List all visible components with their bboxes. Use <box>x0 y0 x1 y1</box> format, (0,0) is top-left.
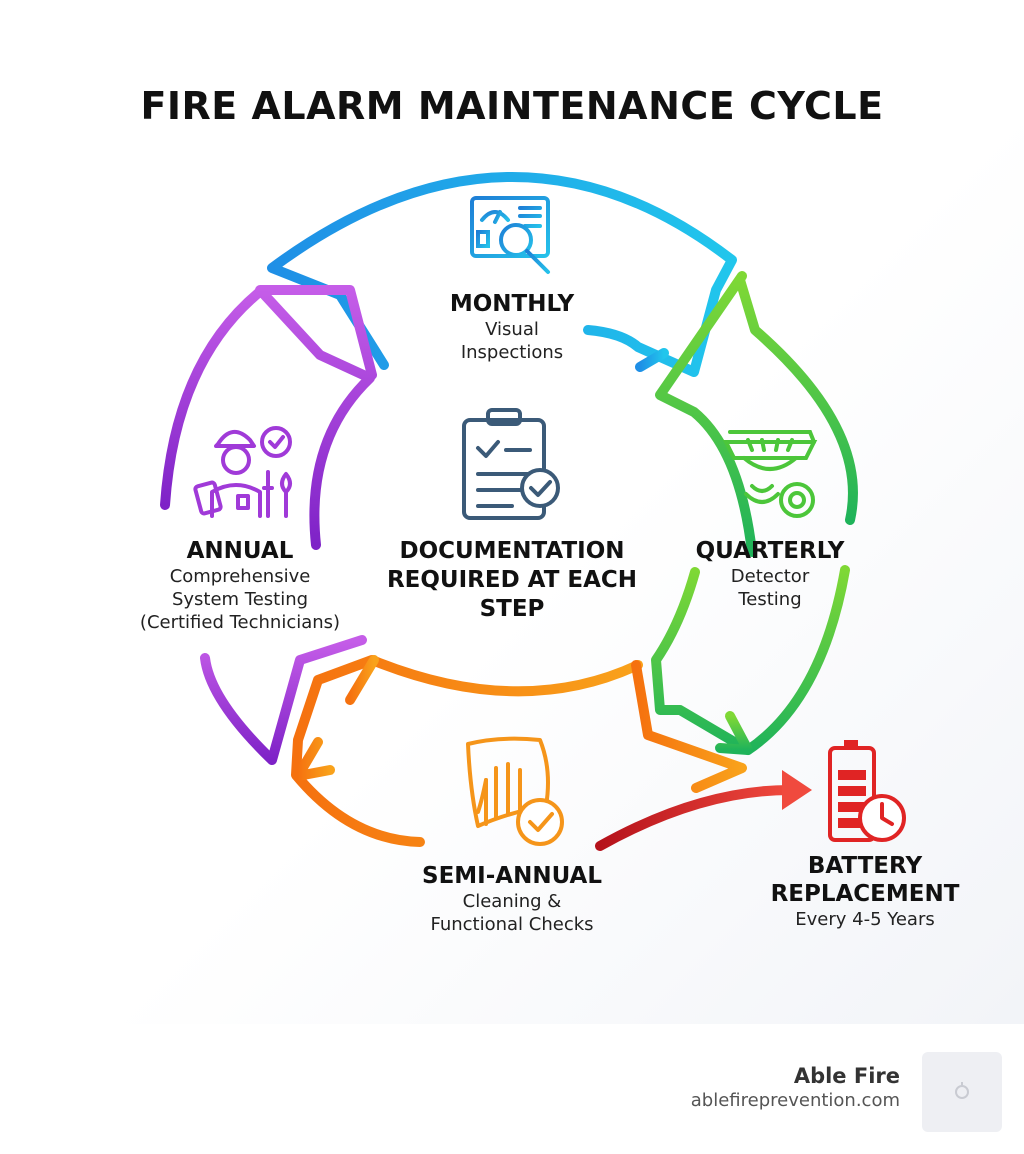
stage-annual-desc-1: Comprehensive <box>169 566 311 587</box>
arrow-battery <box>595 770 812 851</box>
stage-annual-desc-3: (Certified Technicians) <box>139 612 341 633</box>
stage-quarterly-title: QUARTERLY <box>695 538 845 564</box>
stage-semi-annual-desc-1: Cleaning & <box>462 891 562 912</box>
brand-name: Able Fire <box>793 1064 900 1088</box>
stage-quarterly: QUARTERLY Detector Testing <box>640 537 900 611</box>
smoke-detector-icon <box>722 430 818 518</box>
control-panel-magnifier-icon <box>470 196 550 274</box>
stage-semi-annual-desc-2: Functional Checks <box>430 914 594 935</box>
able-fire-logo-glyph <box>955 1082 969 1099</box>
stage-monthly-desc-1: Visual <box>485 319 539 340</box>
page-title: FIRE ALARM MAINTENANCE CYCLE <box>140 84 884 128</box>
able-fire-logo-icon <box>922 1052 1002 1132</box>
stage-monthly-title: MONTHLY <box>449 291 575 317</box>
center-note-text: DOCUMENTATION REQUIRED AT EACH STEP <box>386 538 638 622</box>
stage-semi-annual-title: SEMI-ANNUAL <box>422 863 602 889</box>
battery-clock-icon <box>828 740 906 842</box>
arrow-monthly <box>267 172 737 377</box>
stage-annual-title: ANNUAL <box>186 538 294 564</box>
technician-icon <box>193 426 292 518</box>
cycle-diagram <box>160 172 906 851</box>
stage-battery-desc: Every 4-5 Years <box>795 909 935 930</box>
stage-annual: ANNUAL Comprehensive System Testing (Cer… <box>90 537 390 634</box>
stage-battery-title-2: REPLACEMENT <box>770 881 960 907</box>
footer <box>0 1024 1024 1154</box>
cleaning-hand-icon <box>466 736 564 846</box>
center-note: DOCUMENTATION REQUIRED AT EACH STEP <box>362 537 662 624</box>
stage-battery-title-1: BATTERY <box>807 853 923 879</box>
clipboard-check-icon <box>462 408 560 520</box>
arrow-quarterly <box>651 271 858 755</box>
stage-semi-annual: SEMI-ANNUAL Cleaning & Functional Checks <box>362 862 662 936</box>
arrow-semi-annual <box>291 655 747 847</box>
stage-annual-desc-2: System Testing <box>171 589 309 610</box>
stage-quarterly-desc-2: Testing <box>738 589 802 610</box>
stage-battery: BATTERY REPLACEMENT Every 4-5 Years <box>740 852 990 931</box>
brand-block: Able Fire ablefireprevention.com <box>691 1064 900 1111</box>
stage-monthly: MONTHLY Visual Inspections <box>362 290 662 364</box>
arrow-annual <box>160 285 377 765</box>
stage-monthly-desc-2: Inspections <box>460 342 564 363</box>
brand-url[interactable]: ablefireprevention.com <box>690 1090 900 1111</box>
stage-quarterly-desc-1: Detector <box>730 566 810 587</box>
